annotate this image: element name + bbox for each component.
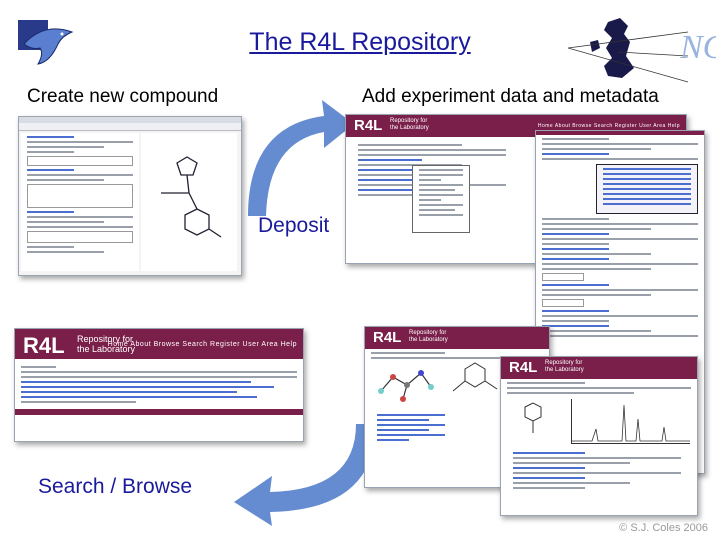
spectrum-plot-icon [571,399,690,444]
arrow-bottom-icon [230,420,380,530]
experiment-type-dropdown [596,164,698,214]
deposit-label: Deposit [256,214,332,238]
copyright-text: © S.J. Coles 2006 [619,522,708,534]
slide-title: The R4L Repository [249,28,471,56]
dolphin-logo-icon [14,14,86,72]
add-experiment-label: Add experiment data and metadata [362,86,659,107]
arrow-top-icon [238,86,358,226]
create-compound-screenshot [18,116,242,276]
molecule-structure-icon [445,361,505,405]
svg-text:NCS: NCS [679,29,716,66]
search-browse-label: Search / Browse [38,475,193,498]
create-compound-label: Create new compound [27,86,219,107]
molecule-3d-icon [373,361,437,405]
uk-map-ncs-logo-icon: NCS [568,12,716,92]
molecule-structure-icon [141,133,237,271]
molecule-structure-icon [511,401,555,437]
